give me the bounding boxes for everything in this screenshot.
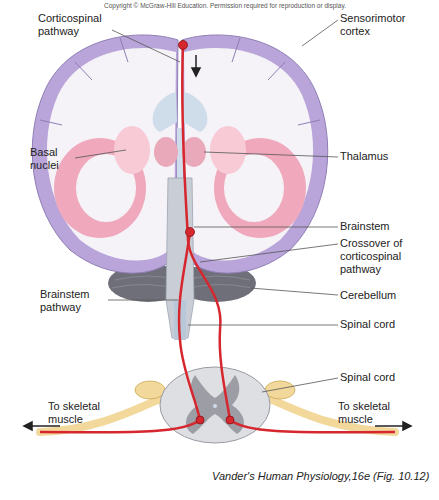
leader-line [75, 20, 338, 392]
spinal-nerve [40, 398, 162, 432]
dorsal-root-ganglion [135, 381, 165, 399]
basal-nuclei [114, 126, 150, 174]
part-label: Sensorimotor cortex [340, 12, 425, 38]
copyright-note: Copyright © McGraw-Hill Education. Permi… [95, 2, 355, 11]
part-label: Corticospinal pathway [38, 12, 118, 38]
ventricle [183, 92, 207, 132]
part-label: Spinal cord [340, 318, 430, 331]
part-label: Cerebellum [340, 289, 430, 302]
part-label: Crossover of corticospinal pathway [340, 237, 439, 276]
basal-nuclei [210, 126, 246, 174]
dorsal-root-ganglion [265, 381, 295, 399]
part-label: Thalamus [340, 150, 430, 163]
part-label: To skeletal muscle [338, 400, 413, 426]
part-label: To skeletal muscle [48, 400, 123, 426]
spinal-cross-section [160, 367, 270, 443]
neuron-body [179, 41, 235, 425]
ventricle [153, 92, 177, 132]
thalamus [182, 137, 206, 167]
part-label: Spinal cord [340, 371, 430, 384]
part-label: Basal nuclei [30, 146, 75, 172]
central-canal [213, 404, 217, 408]
thalamus [154, 137, 178, 167]
figure-caption: Vander's Human Physiology,16e (Fig. 10.1… [212, 470, 429, 483]
sulci [40, 38, 320, 125]
part-label: Brainstem [340, 220, 430, 233]
part-label: Brainstem pathway [40, 288, 110, 314]
